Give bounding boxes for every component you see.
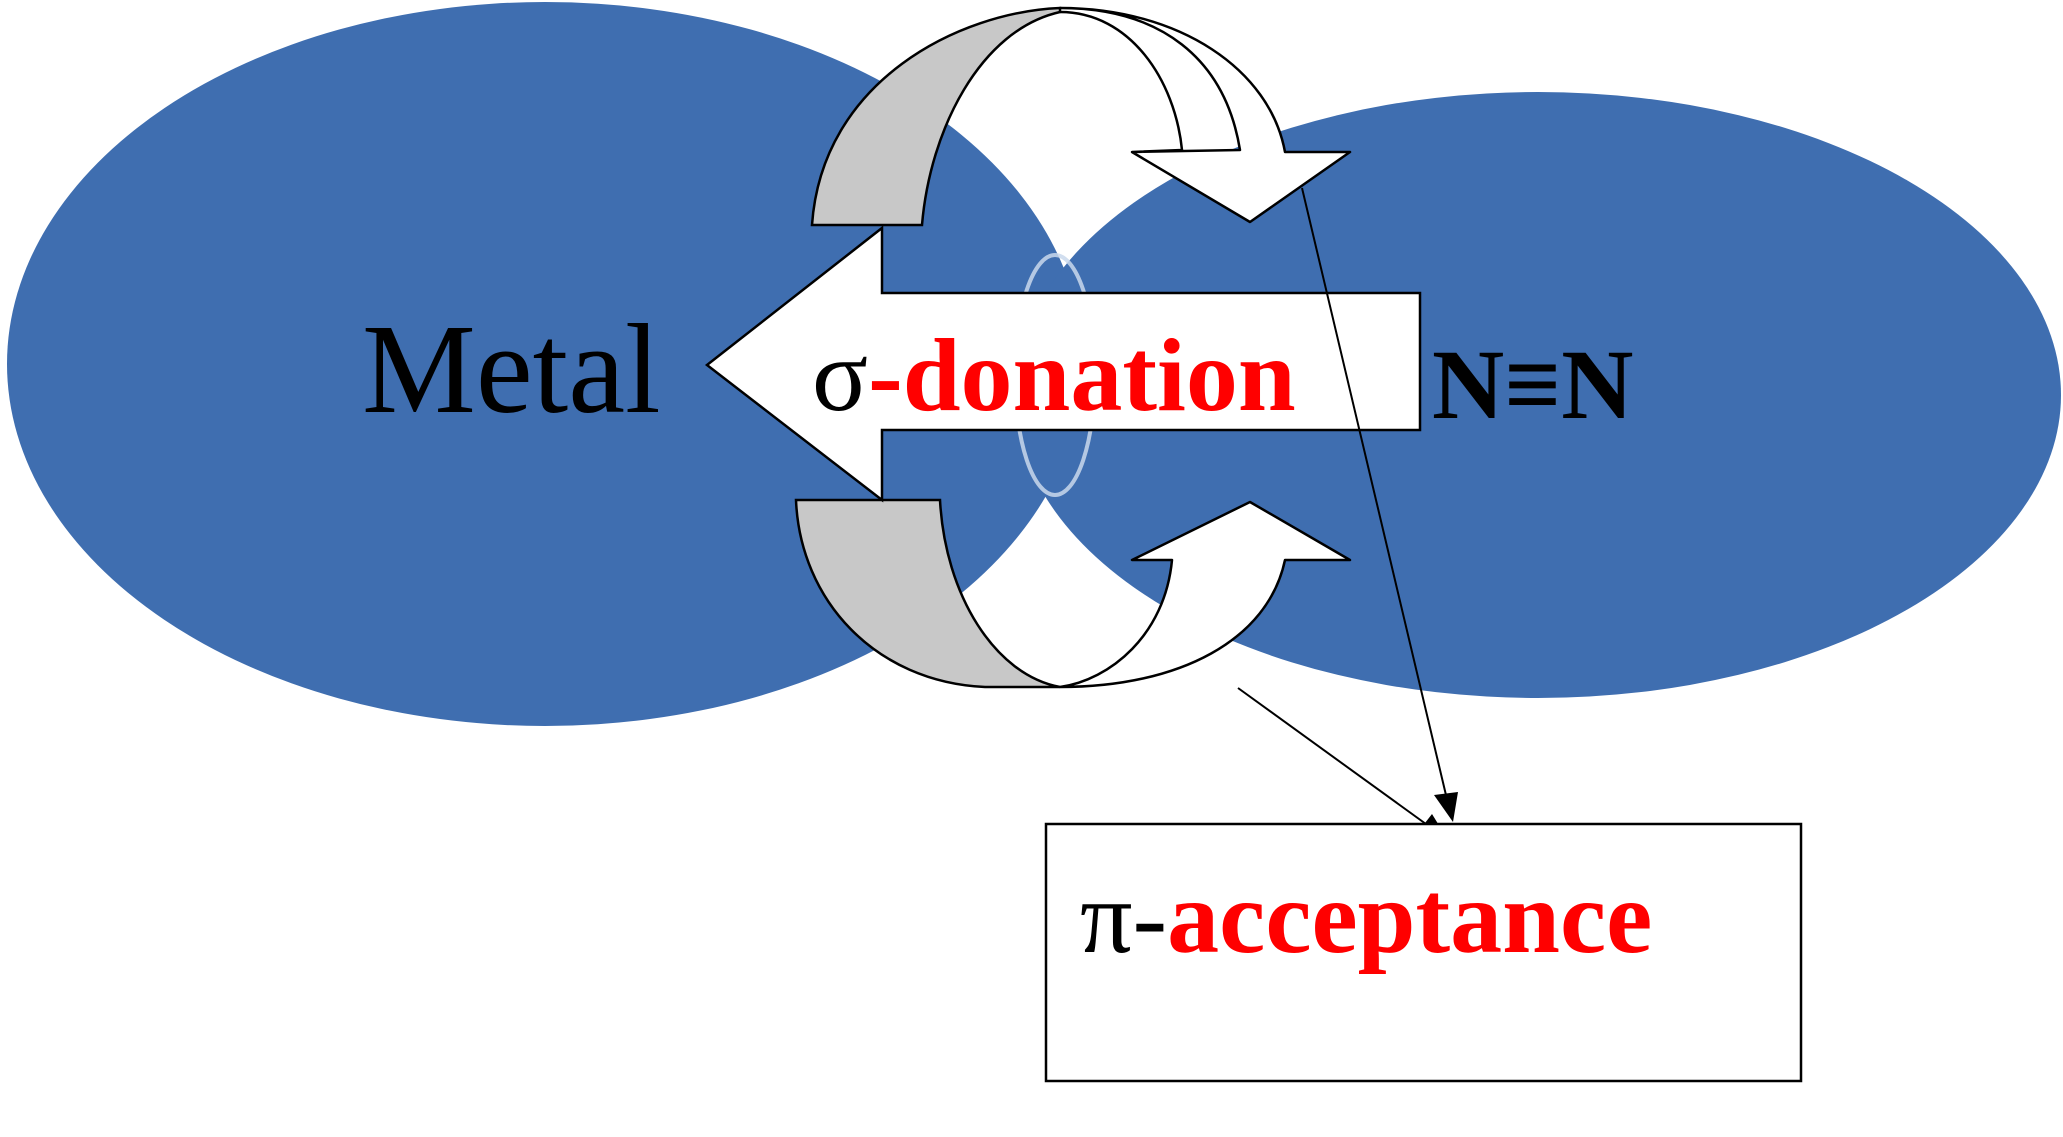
pi-acceptance-word: acceptance <box>1167 860 1652 975</box>
dinitrogen-label: N≡N <box>1432 329 1633 440</box>
pi-dash: - <box>1133 860 1168 975</box>
sigma-donation-word: -donation <box>868 318 1296 433</box>
pi-acceptance-label: π-acceptance <box>1080 860 1652 975</box>
pi-symbol: π <box>1080 860 1133 975</box>
sigma-donation-label: σ-donation <box>812 318 1296 433</box>
upper-back-donation-arrow <box>810 6 1352 227</box>
metal-label: Metal <box>362 298 661 440</box>
sigma-donation-arrow <box>704 225 1422 503</box>
lower-back-donation-arrow <box>794 498 1352 689</box>
pi-acceptance-box <box>1044 822 1803 1083</box>
sigma-symbol: σ <box>812 318 868 433</box>
